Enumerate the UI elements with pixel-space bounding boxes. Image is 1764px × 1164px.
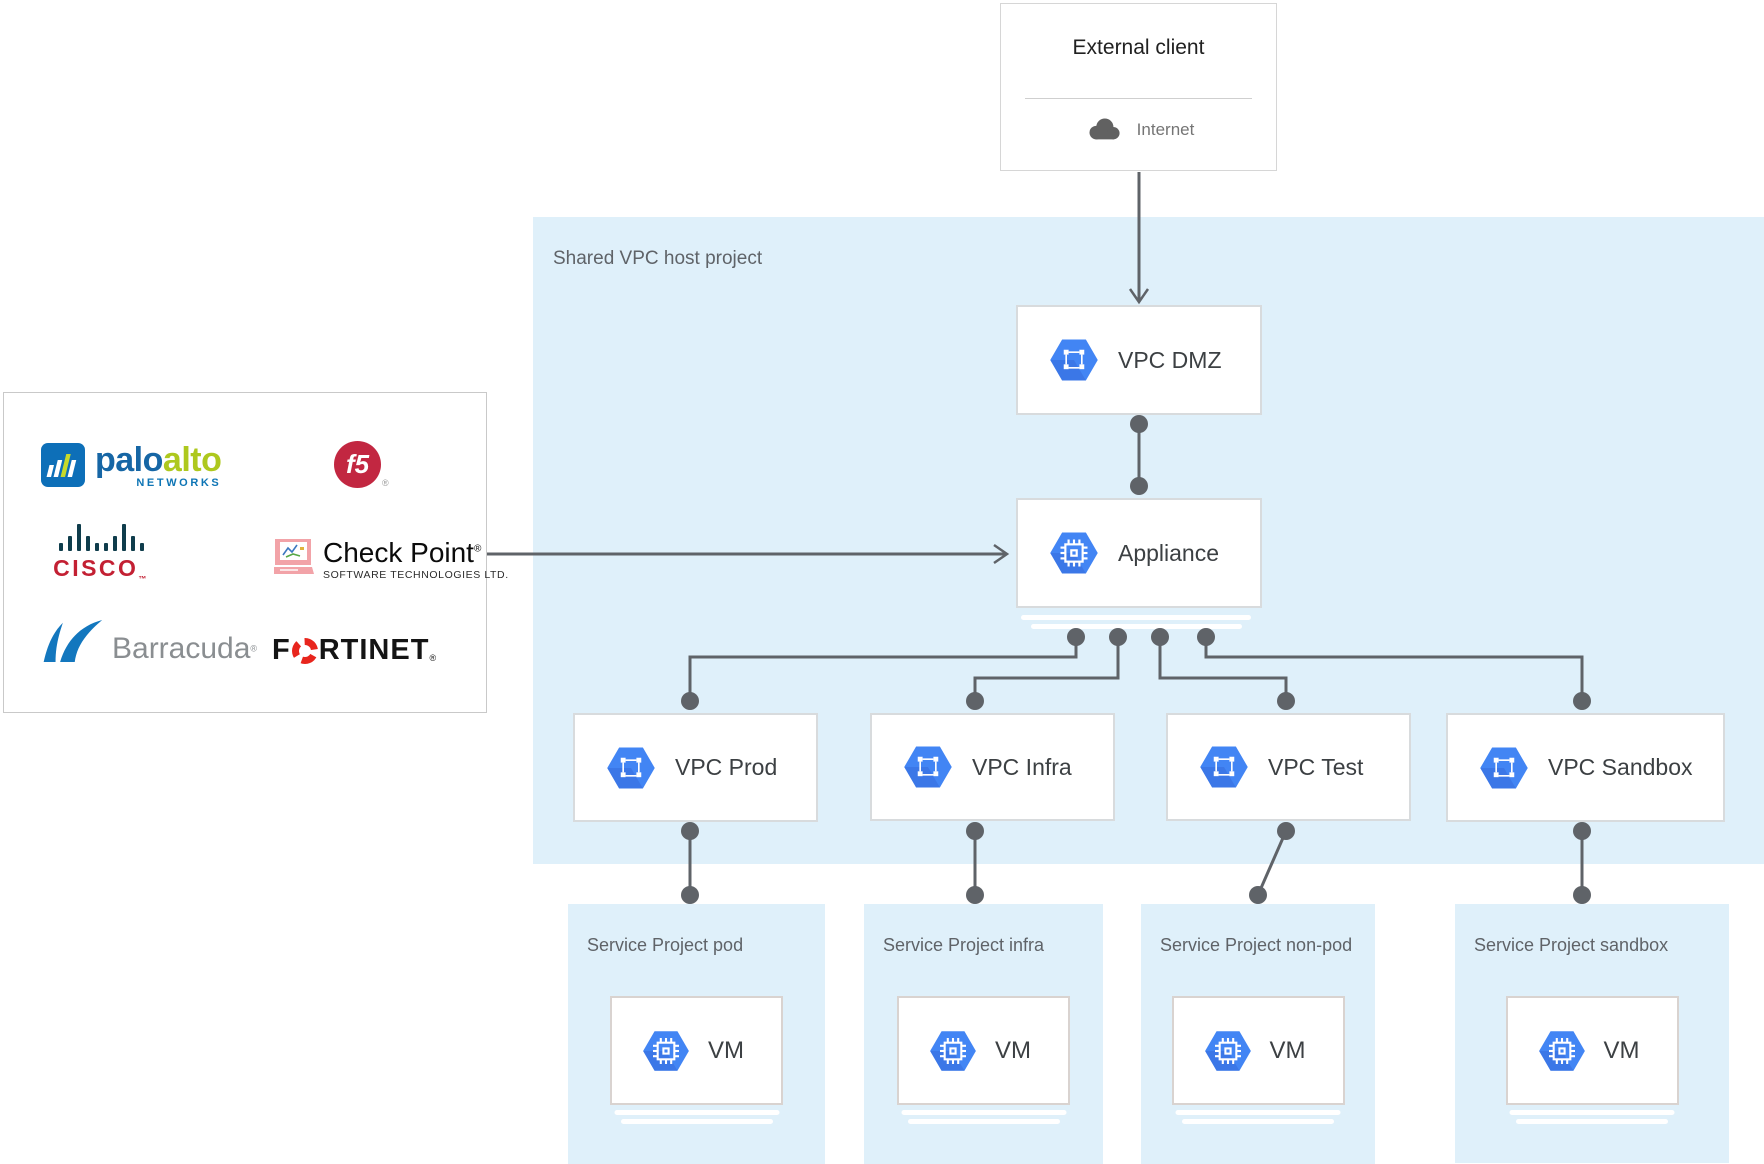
vm-label: VM bbox=[1603, 1036, 1640, 1064]
compute-engine-icon bbox=[1202, 1028, 1254, 1074]
registered-mark: ® bbox=[250, 643, 258, 654]
external-client-title: External client bbox=[1072, 36, 1205, 59]
node-label: VPC Infra bbox=[972, 753, 1072, 780]
f5-circle-icon: f5 bbox=[334, 441, 381, 488]
trademark: ™ bbox=[138, 574, 149, 584]
palo-text: palo bbox=[95, 441, 163, 479]
networks-text: NETWORKS bbox=[136, 477, 222, 489]
registered-mark: ® bbox=[382, 478, 389, 488]
f5-logo: f5 ® bbox=[334, 441, 389, 488]
vpc-infra-node: VPC Infra bbox=[870, 713, 1115, 821]
vm-node: VM bbox=[1171, 996, 1345, 1105]
cisco-text: CISCO bbox=[53, 555, 139, 581]
stack-stripe bbox=[1175, 1110, 1341, 1115]
internet-cloud-icon bbox=[1083, 116, 1123, 143]
stack-stripe bbox=[1516, 1119, 1668, 1124]
vm-node: VM bbox=[1505, 996, 1679, 1105]
shared-vpc-region-label: Shared VPC host project bbox=[553, 248, 763, 269]
vm-node: VM bbox=[610, 996, 783, 1105]
fortinet-gear-o-icon bbox=[291, 637, 318, 664]
compute-engine-icon bbox=[1047, 529, 1101, 577]
appliance-vendors-panel: paloalto NETWORKS f5 ® CISCO™ bbox=[3, 392, 508, 713]
service-project-label: Service Project sandbox bbox=[1474, 935, 1669, 955]
check-point-logo: Check Point® SOFTWARE TECHNOLOGIES LTD. bbox=[274, 539, 509, 581]
vpc-icon bbox=[1477, 744, 1531, 792]
external-client-card: External client Internet bbox=[1000, 3, 1277, 171]
compute-engine-icon bbox=[1536, 1028, 1588, 1074]
vm-node: VM bbox=[897, 996, 1070, 1105]
stack-stripe bbox=[907, 1119, 1060, 1124]
node-label: VPC Prod bbox=[675, 754, 778, 780]
vm-label: VM bbox=[995, 1036, 1031, 1064]
compute-engine-icon bbox=[927, 1028, 979, 1074]
barracuda-text: Barracuda bbox=[112, 632, 251, 665]
divider bbox=[1025, 98, 1252, 99]
stack-stripe bbox=[614, 1110, 779, 1115]
registered-mark: ® bbox=[429, 653, 437, 663]
stack-stripe bbox=[1182, 1119, 1334, 1124]
stack-stripe bbox=[1031, 624, 1242, 629]
stack-stripe bbox=[1509, 1110, 1675, 1115]
node-label: VPC DMZ bbox=[1118, 346, 1222, 373]
check-point-text: Check Point bbox=[323, 537, 474, 568]
service-project-pod-panel: Service Project pod VM bbox=[568, 904, 825, 1164]
appliance-node: Appliance bbox=[1016, 498, 1262, 608]
fortinet-logo: F RTINET ® bbox=[272, 636, 436, 665]
vpc-sandbox-node: VPC Sandbox bbox=[1446, 713, 1725, 822]
vpc-dmz-node: VPC DMZ bbox=[1016, 305, 1262, 415]
check-point-icon bbox=[274, 539, 314, 574]
stack-stripe bbox=[901, 1110, 1066, 1115]
node-label: VPC Sandbox bbox=[1548, 754, 1693, 780]
service-project-label: Service Project pod bbox=[587, 935, 744, 955]
cisco-bars-icon bbox=[58, 523, 144, 551]
alto-text: alto bbox=[162, 441, 222, 479]
service-project-infra-panel: Service Project infra VM bbox=[864, 904, 1103, 1164]
service-project-label: Service Project infra bbox=[883, 935, 1045, 955]
registered-mark: ® bbox=[473, 543, 482, 555]
fortinet-rtinet-text: RTINET bbox=[318, 634, 430, 666]
service-project-non-pod-panel: Service Project non-pod VM bbox=[1141, 904, 1375, 1164]
fortinet-f-text: F bbox=[272, 634, 291, 666]
cisco-logo: CISCO™ bbox=[42, 523, 160, 584]
palo-alto-icon bbox=[41, 443, 85, 487]
node-label: VPC Test bbox=[1268, 753, 1364, 780]
vm-label: VM bbox=[708, 1036, 744, 1064]
vpc-icon bbox=[1197, 743, 1251, 791]
internet-label: Internet bbox=[1136, 119, 1195, 139]
vpc-icon bbox=[901, 743, 955, 791]
vpc-test-node: VPC Test bbox=[1166, 713, 1411, 821]
vm-label: VM bbox=[1269, 1036, 1306, 1064]
service-project-label: Service Project non-pod bbox=[1160, 935, 1353, 955]
check-point-subtext: SOFTWARE TECHNOLOGIES LTD. bbox=[323, 569, 509, 581]
stack-stripe bbox=[1021, 615, 1251, 620]
stack-stripe bbox=[620, 1119, 773, 1124]
barracuda-fin-icon bbox=[43, 619, 103, 663]
vpc-icon bbox=[1047, 336, 1101, 384]
service-project-sandbox-panel: Service Project sandbox VM bbox=[1455, 904, 1729, 1163]
vpc-prod-node: VPC Prod bbox=[573, 713, 818, 822]
barracuda-logo: Barracuda® bbox=[40, 618, 257, 664]
vpc-icon bbox=[604, 744, 658, 792]
compute-engine-icon bbox=[640, 1028, 692, 1074]
palo-alto-networks-logo: paloalto NETWORKS bbox=[41, 441, 222, 489]
node-label: Appliance bbox=[1118, 539, 1220, 566]
